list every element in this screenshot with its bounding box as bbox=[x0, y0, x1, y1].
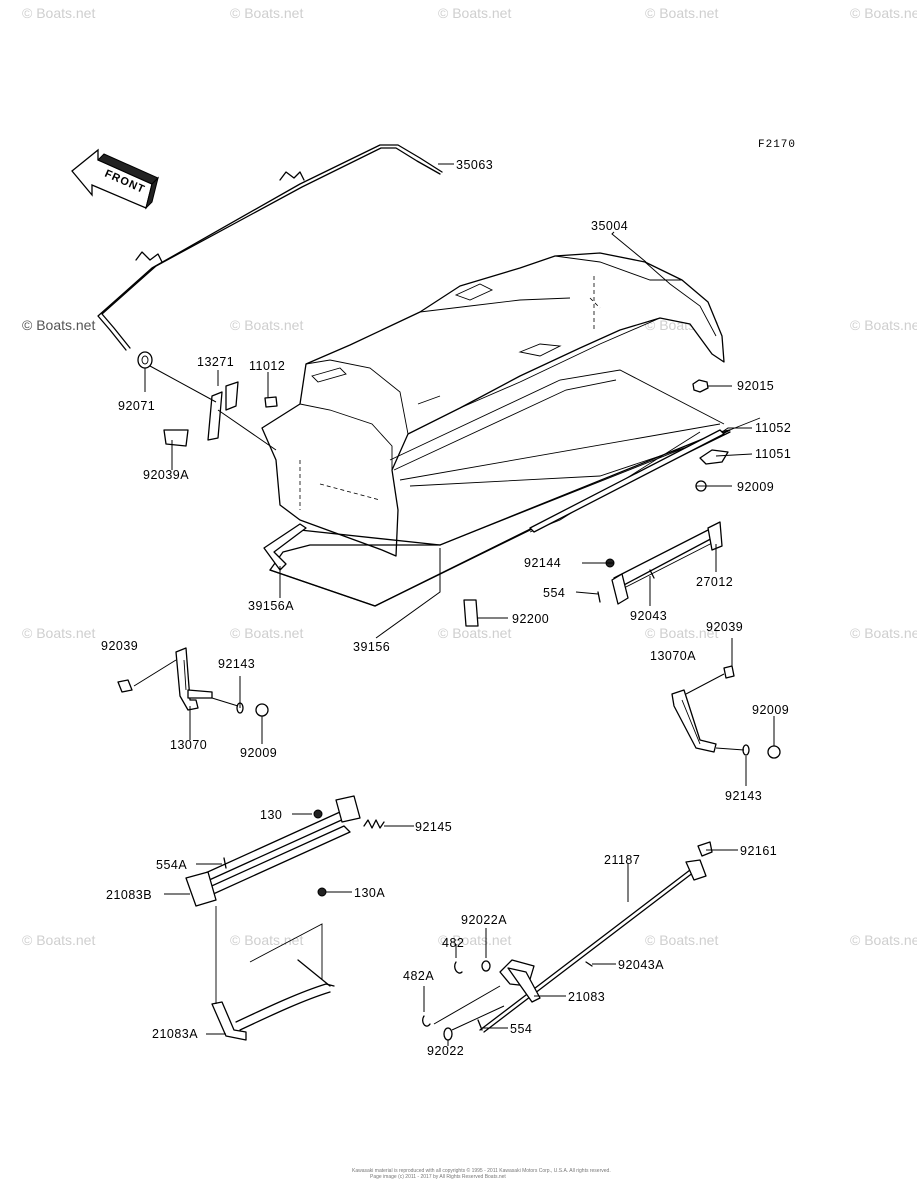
part-92022A-washer bbox=[481, 960, 491, 972]
part-92022-washer bbox=[443, 1027, 453, 1041]
label-21083: 21083 bbox=[568, 990, 605, 1004]
label-92143-right: 92143 bbox=[725, 789, 762, 803]
watermark: © Boats.net bbox=[438, 625, 511, 641]
part-92145-spring bbox=[363, 819, 385, 829]
label-21187: 21187 bbox=[604, 853, 640, 867]
label-35063: 35063 bbox=[456, 158, 493, 172]
label-11051: 11051 bbox=[755, 447, 791, 461]
watermark: © Boats.net bbox=[850, 932, 917, 948]
label-92161: 92161 bbox=[740, 844, 777, 858]
watermark: © Boats.net bbox=[438, 5, 511, 21]
label-92009-right: 92009 bbox=[752, 703, 789, 717]
label-92071: 92071 bbox=[118, 399, 155, 413]
front-arrow-icon: FRONT bbox=[71, 148, 159, 210]
label-92043A: 92043A bbox=[618, 958, 664, 972]
label-13070: 13070 bbox=[170, 738, 207, 752]
part-554-pin bbox=[597, 591, 601, 603]
watermark-dark: © Boats.net bbox=[22, 317, 95, 333]
label-92022: 92022 bbox=[427, 1044, 464, 1058]
label-92039-left: 92039 bbox=[101, 639, 138, 653]
label-11012: 11012 bbox=[249, 359, 285, 373]
watermark: © Boats.net bbox=[850, 625, 917, 641]
part-92009-nut-left bbox=[255, 703, 269, 717]
part-92071-washer bbox=[137, 351, 153, 369]
label-11052: 11052 bbox=[755, 421, 791, 435]
label-13070A: 13070A bbox=[650, 649, 696, 663]
label-27012: 27012 bbox=[696, 575, 733, 589]
label-92144: 92144 bbox=[524, 556, 561, 570]
part-21083B-latch bbox=[185, 795, 361, 907]
label-92009-top: 92009 bbox=[737, 480, 774, 494]
part-11012-pad bbox=[264, 396, 278, 408]
label-92039A: 92039A bbox=[143, 468, 189, 482]
part-92200-pin bbox=[463, 599, 479, 627]
label-13271: 13271 bbox=[197, 355, 234, 369]
part-13070A-bracket bbox=[671, 689, 717, 753]
label-554A: 554A bbox=[156, 858, 187, 872]
part-92009-bolt bbox=[695, 480, 707, 492]
label-21083B: 21083B bbox=[106, 888, 152, 902]
watermark: © Boats.net bbox=[850, 5, 917, 21]
footer-line: Kawasaki material is reproduced with all… bbox=[352, 1167, 611, 1174]
label-39156A: 39156A bbox=[248, 599, 294, 613]
label-482: 482 bbox=[442, 936, 464, 950]
watermark: © Boats.net bbox=[645, 5, 718, 21]
label-35004: 35004 bbox=[591, 219, 628, 233]
label-92145: 92145 bbox=[415, 820, 452, 834]
watermark: © Boats.net bbox=[230, 317, 303, 333]
label-92143-left: 92143 bbox=[218, 657, 255, 671]
part-labels: 35063 35004 13271 11012 92071 92039A 920… bbox=[101, 158, 791, 1058]
label-554-bottom: 554 bbox=[510, 1022, 532, 1036]
label-130: 130 bbox=[260, 808, 282, 822]
part-13070-bracket bbox=[175, 647, 213, 711]
part-130A-screw bbox=[317, 887, 327, 897]
figure-code: F2170 bbox=[758, 139, 796, 151]
watermark: © Boats.net bbox=[645, 932, 718, 948]
watermark: © Boats.net bbox=[22, 625, 95, 641]
part-39156-mat bbox=[269, 369, 761, 607]
watermark: © Boats.net bbox=[230, 625, 303, 641]
watermark: © Boats.net bbox=[645, 625, 718, 641]
part-92039-bolt-right bbox=[723, 665, 735, 679]
label-92015: 92015 bbox=[737, 379, 774, 393]
part-35063-rod bbox=[97, 144, 443, 351]
label-92022A: 92022A bbox=[461, 913, 507, 927]
leader-lines bbox=[144, 163, 775, 1046]
label-554: 554 bbox=[543, 586, 565, 600]
part-92009-nut-right bbox=[767, 745, 781, 759]
part-35004-cover bbox=[261, 252, 725, 557]
part-92039A-bolt bbox=[163, 429, 189, 447]
watermark: © Boats.net bbox=[230, 932, 303, 948]
part-11051-plate bbox=[699, 449, 729, 465]
footer-line: Page image (c) 2011 - 2017 by All Rights… bbox=[370, 1174, 506, 1180]
part-92043-pin bbox=[649, 569, 655, 579]
label-92039-right: 92039 bbox=[706, 620, 743, 634]
part-21187-rod bbox=[479, 841, 713, 1033]
part-21083-bracket bbox=[499, 959, 541, 1003]
part-130-screw bbox=[313, 809, 323, 819]
part-554A-pin bbox=[223, 857, 227, 869]
part-92015-nut bbox=[692, 379, 709, 393]
label-92009-left: 92009 bbox=[240, 746, 277, 760]
watermark: © Boats.net bbox=[22, 932, 95, 948]
part-27012-rail bbox=[611, 521, 723, 605]
watermark: © Boats.net bbox=[22, 5, 95, 21]
label-130A: 130A bbox=[354, 886, 385, 900]
part-13271-plate bbox=[207, 381, 239, 441]
part-11052-strip bbox=[529, 429, 725, 533]
part-482A-clip bbox=[422, 1015, 431, 1027]
watermark: © Boats.net bbox=[230, 5, 303, 21]
label-482A: 482A bbox=[403, 969, 434, 983]
part-482-clip bbox=[454, 961, 463, 974]
part-21083A-lever bbox=[211, 906, 335, 1041]
label-21083A: 21083A bbox=[152, 1027, 198, 1041]
part-92039-bolt-left bbox=[117, 679, 133, 693]
label-39156: 39156 bbox=[353, 640, 390, 654]
label-92043: 92043 bbox=[630, 609, 667, 623]
part-92043A-pin bbox=[585, 961, 593, 967]
part-554-pin-bottom bbox=[477, 1019, 483, 1031]
label-92200: 92200 bbox=[512, 612, 549, 626]
watermark: © Boats.net bbox=[850, 317, 917, 333]
